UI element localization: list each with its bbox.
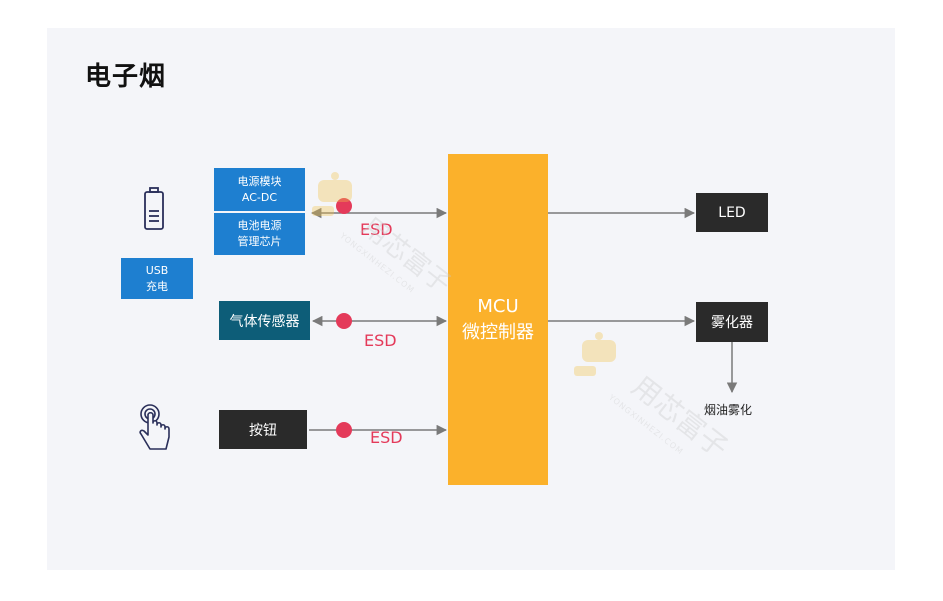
- gas-sensor-block: 气体传感器: [219, 301, 310, 340]
- button-block: 按钮: [219, 410, 307, 449]
- power-module-line2: AC-DC: [241, 190, 278, 204]
- battery-power-line1: 电池电源: [237, 219, 282, 232]
- esd-label-2: ESD: [364, 331, 397, 350]
- mcu-line2: 微控制器: [462, 321, 534, 343]
- mcu-block: MCU 微控制器: [448, 154, 548, 485]
- power-module-line1: 电源模块: [237, 174, 282, 188]
- atomizer-block: 雾化器: [696, 302, 768, 342]
- usb-charge-line2: 充电: [146, 279, 168, 293]
- power-module-block: 电源模块 AC-DC: [214, 168, 305, 211]
- esd-label-3: ESD: [370, 428, 403, 447]
- oil-atomize-label: 烟油雾化: [704, 403, 753, 417]
- esd-label-1: ESD: [360, 220, 393, 239]
- led-block: LED: [696, 193, 768, 232]
- esd-dot-2: [336, 313, 352, 329]
- esd-dot-1: [336, 198, 352, 214]
- touch-hand-icon: [139, 404, 170, 450]
- battery-power-line2: 管理芯片: [237, 235, 282, 248]
- diagram-title: 电子烟: [85, 62, 167, 92]
- esd-dot-3: [336, 422, 352, 438]
- usb-charge-line1: USB: [145, 263, 169, 277]
- battery-icon: [144, 187, 164, 230]
- usb-charge-block: USB 充电: [121, 258, 193, 299]
- battery-power-block: 电池电源管理芯片: [214, 213, 305, 255]
- mcu-line1: MCU: [477, 295, 519, 317]
